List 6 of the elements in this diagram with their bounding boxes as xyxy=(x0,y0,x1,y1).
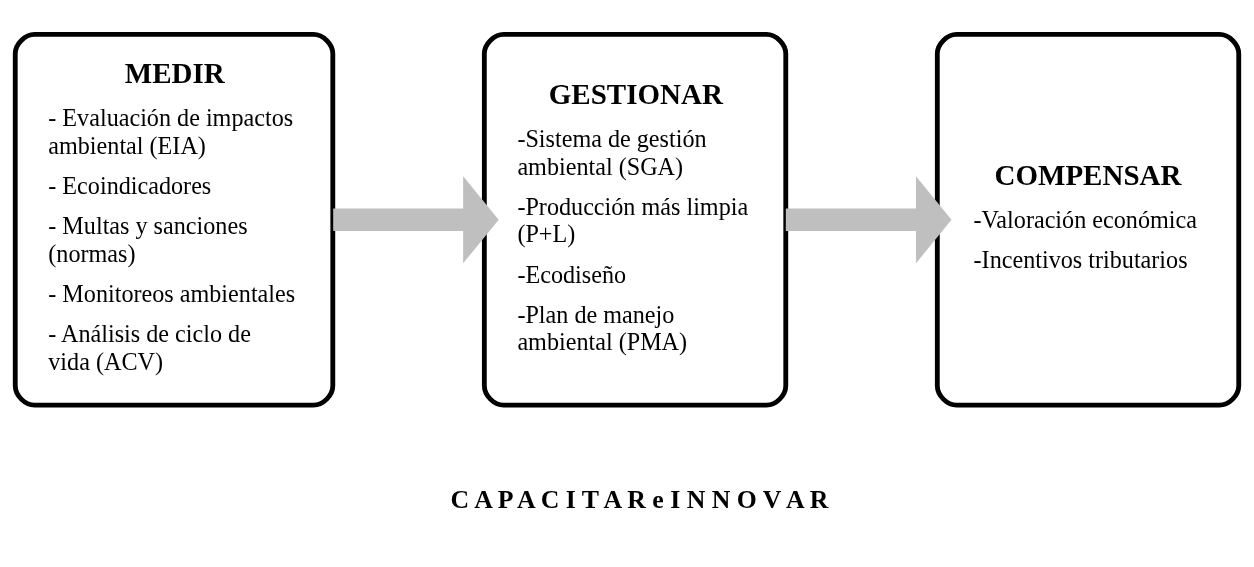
arrow xyxy=(785,176,952,264)
arrow xyxy=(333,176,499,264)
label: C A P A C I T A R e I N N O V A R xyxy=(450,485,829,515)
node-box: GESTIONAR -Sistema de gestión ambiental (SGA) -Producción más limpia (P+L) -Ecodiseño -Plan de manejo ambiental (PMA) xyxy=(481,32,789,408)
node-box: COMPENSAR -Valoración económica -Incentivos tributarios xyxy=(934,32,1242,408)
node-box: MEDIR - Evaluación de impactos ambiental (EIA) - Ecoindicadores - Multas y sanciones (normas) - Monitoreos ambientales - Análisis de ciclo de vida (ACV) xyxy=(12,32,336,408)
